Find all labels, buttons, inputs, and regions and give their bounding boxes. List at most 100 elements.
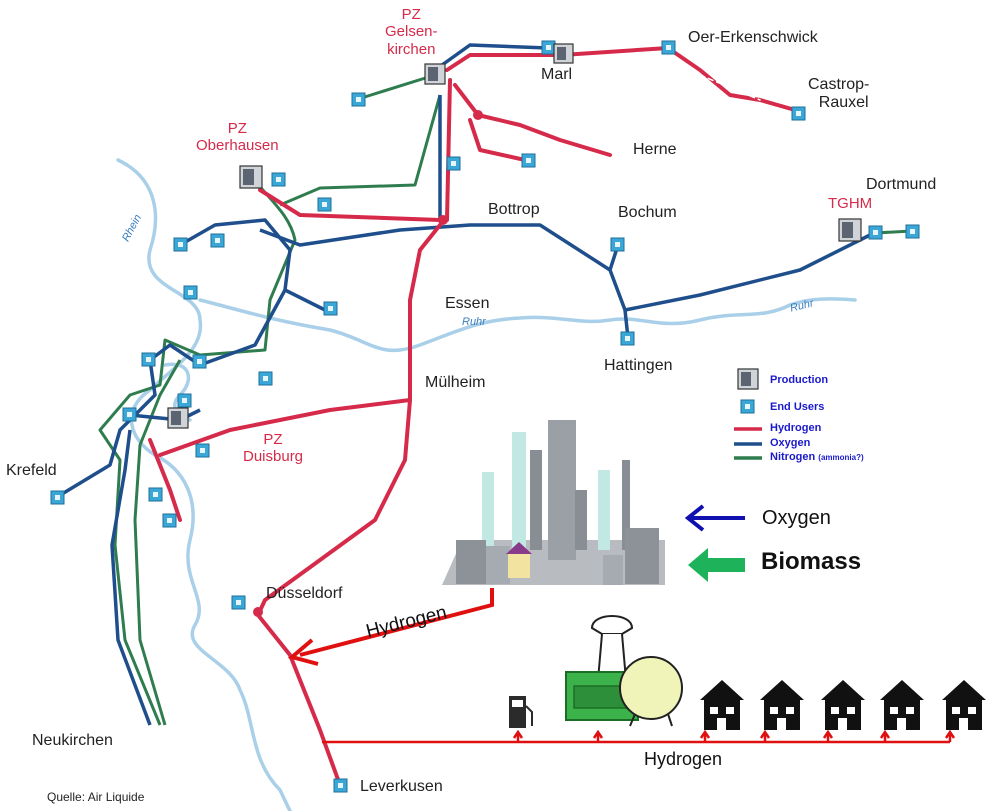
river-label-ruhr-1: Ruhr xyxy=(462,316,486,328)
refinery-tower xyxy=(482,472,494,552)
legend-oxygen-label: Oxygen xyxy=(770,437,811,449)
legend-production-label: Production xyxy=(770,374,829,386)
grid-tap-house3 xyxy=(822,729,834,742)
hydrogen-supply-arrowhead xyxy=(287,638,319,666)
end-user-icon xyxy=(661,40,676,55)
refinery-illustration xyxy=(442,420,665,585)
oxygen-pipelines xyxy=(56,43,871,726)
plant-label-oberhausen: PZ Oberhausen xyxy=(196,120,279,155)
end-user-icon xyxy=(521,153,536,168)
production-plants xyxy=(167,43,862,429)
fuel-station-icon xyxy=(509,696,533,728)
production-icon-oberhausen xyxy=(239,165,263,189)
power-plant-icon xyxy=(565,615,683,727)
hydrogen-pipelines xyxy=(148,46,797,787)
grid-tap-house5 xyxy=(944,729,956,742)
oxygen-line-west xyxy=(179,218,326,312)
end-user-icon xyxy=(868,225,883,240)
grid-tap-house1 xyxy=(699,729,711,742)
biomass-input-arrow xyxy=(688,548,745,582)
plant-label-gelsenkirchen-line3: kirchen xyxy=(387,40,436,58)
house-icon xyxy=(821,680,865,730)
refinery-building xyxy=(508,552,530,578)
city-label-muelheim: Mülheim xyxy=(425,374,486,391)
city-label-herne: Herne xyxy=(633,141,677,158)
legend-hydrogen-label: Hydrogen xyxy=(770,422,822,434)
oxygen-input-arrow xyxy=(684,504,745,532)
refinery-tank xyxy=(603,555,623,585)
end-user-icon xyxy=(541,40,556,55)
nitrogen-line-lower xyxy=(133,359,182,726)
plant-label-duisburg-line2: Duisburg xyxy=(243,448,304,466)
plant-label-tghm: TGHM xyxy=(828,195,873,212)
end-user-markers xyxy=(50,40,920,793)
plant-label-gelsenkirchen-line2: Gelsen- xyxy=(385,23,438,41)
legend-end-user-icon xyxy=(740,399,755,414)
end-user-icon xyxy=(620,331,635,346)
city-label-bottrop: Bottrop xyxy=(488,201,540,218)
city-label-bochum: Bochum xyxy=(618,204,677,221)
junction-duesseldorf xyxy=(253,607,263,617)
end-user-icon xyxy=(148,487,163,502)
plant-label-gelsenkirchen: PZ Gelsen- kirchen xyxy=(385,6,438,58)
house-icon xyxy=(942,680,986,730)
junction-bottrop xyxy=(438,215,448,225)
refinery-tower xyxy=(530,450,542,550)
grid-tap-house4 xyxy=(879,729,891,742)
production-icon-gelsenkirchen xyxy=(424,63,446,85)
refinery-tower xyxy=(598,470,610,550)
city-label-castrop-line1: Castrop- xyxy=(808,76,870,93)
hydrogen-line-gk-south xyxy=(445,78,452,222)
end-user-icon xyxy=(173,237,188,252)
hydrogen-grid xyxy=(322,729,956,744)
production-icon-tghm xyxy=(838,218,862,242)
end-user-icon xyxy=(50,490,65,505)
grid-tap-plant xyxy=(592,729,604,742)
nitrogen-line-gk xyxy=(354,73,436,102)
end-user-icon xyxy=(317,197,332,212)
grid-tap-house2 xyxy=(759,729,771,742)
plant-label-gelsenkirchen-line1: PZ xyxy=(401,6,421,23)
end-user-icon xyxy=(271,172,286,187)
refinery-tower xyxy=(512,432,526,552)
end-user-icon xyxy=(610,237,625,252)
city-label-duesseldorf: Düsseldorf xyxy=(266,585,343,602)
end-user-icon xyxy=(323,301,338,316)
refinery-tower xyxy=(548,420,576,560)
city-label-essen: Essen xyxy=(445,295,490,312)
source-credit: Quelle: Air Liquide xyxy=(47,790,145,804)
river-ruhr xyxy=(198,297,857,353)
refinery-tank xyxy=(625,528,659,584)
end-user-icon xyxy=(446,156,461,171)
production-icon-marl xyxy=(553,43,574,64)
production-icon-duisburg xyxy=(167,407,189,429)
city-label-dortmund: Dortmund xyxy=(866,176,937,193)
hydrogen-line-duisburg xyxy=(158,398,412,457)
city-label-leverkusen: Leverkusen xyxy=(360,778,443,795)
end-user-icon xyxy=(905,224,920,239)
grid-tap-station xyxy=(512,729,524,742)
refinery-roof xyxy=(506,542,532,554)
city-label-castrop-rauxel: Castrop- Rauxel xyxy=(808,76,869,113)
hydrogen-supply-arrow xyxy=(287,588,494,666)
houses xyxy=(700,680,986,730)
hydrogen-line-dashed xyxy=(699,74,761,101)
house-icon xyxy=(700,680,744,730)
city-label-castrop-line2: Rauxel xyxy=(818,94,869,112)
hydrogen-line-duisburg2 xyxy=(148,438,182,522)
legend-production-icon xyxy=(737,368,759,390)
refinery-tank xyxy=(486,546,510,584)
legend-nitrogen-label: Nitrogen (ammonia?) xyxy=(770,451,864,463)
city-label-oer-erkenschwick: Oer-Erkenschwick xyxy=(688,29,818,46)
end-user-icon xyxy=(791,106,806,121)
end-user-icon xyxy=(210,233,225,248)
hydrogen-line-herne xyxy=(453,83,612,157)
end-user-icon xyxy=(183,285,198,300)
plant-label-oberhausen-line2: Oberhausen xyxy=(196,137,279,155)
legend-symbols xyxy=(734,368,762,460)
end-user-icon xyxy=(195,443,210,458)
end-user-icon xyxy=(258,371,273,386)
plant-label-duisburg-line1: PZ xyxy=(263,431,283,448)
junction-herne xyxy=(473,110,483,120)
